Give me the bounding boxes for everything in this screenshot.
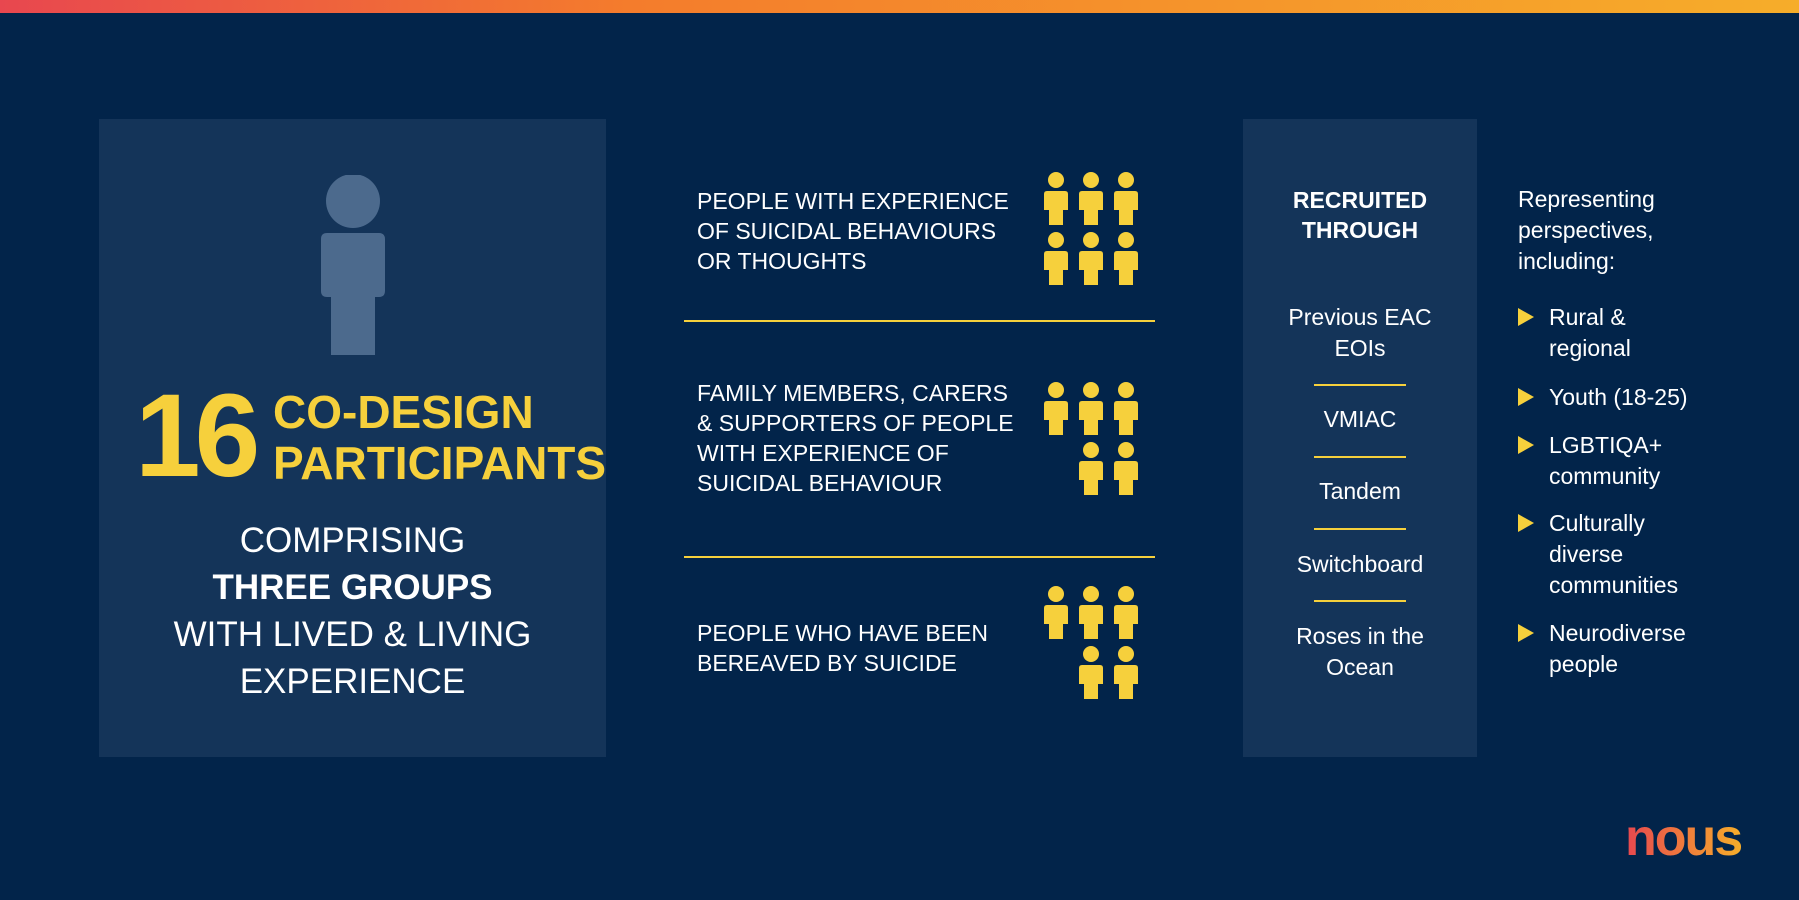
group-1-text: PEOPLE WITH EXPERIENCE OF SUICIDAL BEHAV… <box>697 186 1009 276</box>
participant-person-icon <box>1079 646 1103 699</box>
participant-person-icon <box>1044 232 1068 285</box>
recruit-source-line: Tandem <box>1319 478 1401 504</box>
group-3-line: BEREAVED BY SUICIDE <box>697 650 957 676</box>
recruit-divider <box>1314 528 1406 530</box>
triangle-bullet-icon <box>1518 624 1534 642</box>
participant-person-icon <box>1079 382 1103 435</box>
top-gradient-bar <box>0 0 1799 13</box>
representing-item-line: people <box>1549 651 1619 677</box>
divider <box>684 320 1155 322</box>
recruit-source: Previous EAC EOIs <box>1243 302 1477 364</box>
group-2-people-icons <box>1044 382 1138 495</box>
recruit-divider <box>1314 384 1406 386</box>
representing-intro-line: perspectives, <box>1518 217 1654 243</box>
recruit-source-line: Roses in the <box>1296 623 1424 649</box>
comprising-text: COMPRISING THREE GROUPS WITH LIVED & LIV… <box>99 517 606 705</box>
recruit-source: Switchboard <box>1243 549 1477 580</box>
representing-item-line: community <box>1549 463 1661 489</box>
triangle-bullet-icon <box>1518 436 1534 454</box>
person-icon <box>321 175 385 355</box>
group-3-people-icons <box>1044 586 1138 699</box>
participant-person-icon <box>1044 382 1068 435</box>
participant-count: 16 <box>135 370 260 502</box>
group-3-text: PEOPLE WHO HAVE BEEN BEREAVED BY SUICIDE <box>697 618 988 678</box>
group-2-line: FAMILY MEMBERS, CARERS <box>697 380 1008 406</box>
comprising-line3: WITH LIVED & LIVING <box>173 615 532 654</box>
recruit-source: VMIAC <box>1243 404 1477 435</box>
representing-item-line: LGBTIQA+ <box>1549 432 1663 458</box>
recruit-source-line: EOIs <box>1334 335 1386 361</box>
group-2-line: & SUPPORTERS OF PEOPLE <box>697 410 1014 436</box>
divider <box>684 556 1155 558</box>
participant-person-icon <box>1114 172 1138 225</box>
recruit-source-line: VMIAC <box>1323 406 1397 432</box>
participant-person-icon <box>1079 232 1103 285</box>
recruited-title-line1: RECRUITED <box>1292 187 1428 213</box>
representing-item-line: Youth (18-25) <box>1549 384 1688 410</box>
triangle-bullet-icon <box>1518 388 1534 406</box>
group-3-line: PEOPLE WHO HAVE BEEN <box>697 620 988 646</box>
representing-item-line: regional <box>1549 335 1631 361</box>
recruit-divider <box>1314 600 1406 602</box>
participant-person-icon <box>1044 172 1068 225</box>
representing-intro-line: Representing <box>1518 186 1655 212</box>
representing-item-line: Neurodiverse <box>1549 620 1686 646</box>
recruit-source-line: Previous EAC <box>1288 304 1432 330</box>
group-2-text: FAMILY MEMBERS, CARERS & SUPPORTERS OF P… <box>697 378 1014 498</box>
recruit-divider <box>1314 456 1406 458</box>
participant-person-icon <box>1114 586 1138 639</box>
recruited-title-line2: THROUGH <box>1301 217 1419 243</box>
participant-person-icon <box>1079 586 1103 639</box>
comprising-line1: COMPRISING <box>239 521 466 560</box>
comprising-line4: EXPERIENCE <box>239 662 466 701</box>
participant-person-icon <box>1114 232 1138 285</box>
recruit-source: Roses in the Ocean <box>1243 621 1477 683</box>
recruit-source-line: Switchboard <box>1296 551 1424 577</box>
participant-label-line1: CO-DESIGN <box>273 386 534 438</box>
representing-item-line: diverse <box>1549 541 1624 567</box>
participant-person-icon <box>1079 442 1103 495</box>
participant-person-icon <box>1114 382 1138 435</box>
recruit-source-line: Ocean <box>1326 654 1394 680</box>
participant-label-line2: PARTICIPANTS <box>273 437 607 489</box>
representing-item-line: Culturally <box>1549 510 1645 536</box>
comprising-line2: THREE GROUPS <box>212 568 493 607</box>
participant-label: CO-DESIGN PARTICIPANTS <box>273 387 606 489</box>
group-1-line: OR THOUGHTS <box>697 248 867 274</box>
recruit-source: Tandem <box>1243 476 1477 507</box>
participant-person-icon <box>1079 172 1103 225</box>
representing-intro: Representing perspectives, including: <box>1518 184 1655 277</box>
participants-panel: 16 CO-DESIGN PARTICIPANTS COMPRISING THR… <box>99 119 606 757</box>
participant-person-icon <box>1114 646 1138 699</box>
triangle-bullet-icon <box>1518 308 1534 326</box>
group-1-line: OF SUICIDAL BEHAVIOURS <box>697 218 997 244</box>
recruited-title: RECRUITED THROUGH <box>1243 185 1477 245</box>
recruited-panel: RECRUITED THROUGH Previous EAC EOIs VMIA… <box>1243 119 1477 757</box>
nous-logo: nous <box>1625 809 1743 867</box>
participant-person-icon <box>1114 442 1138 495</box>
representing-item-line: Rural & <box>1549 304 1626 330</box>
group-2-line: WITH EXPERIENCE OF <box>697 440 949 466</box>
participant-person-icon <box>1044 586 1068 639</box>
group-2-line: SUICIDAL BEHAVIOUR <box>697 470 943 496</box>
group-1-people-icons <box>1044 172 1138 285</box>
triangle-bullet-icon <box>1518 514 1534 532</box>
group-1-line: PEOPLE WITH EXPERIENCE <box>697 188 1009 214</box>
representing-item-line: communities <box>1549 572 1679 598</box>
representing-intro-line: including: <box>1518 248 1616 274</box>
